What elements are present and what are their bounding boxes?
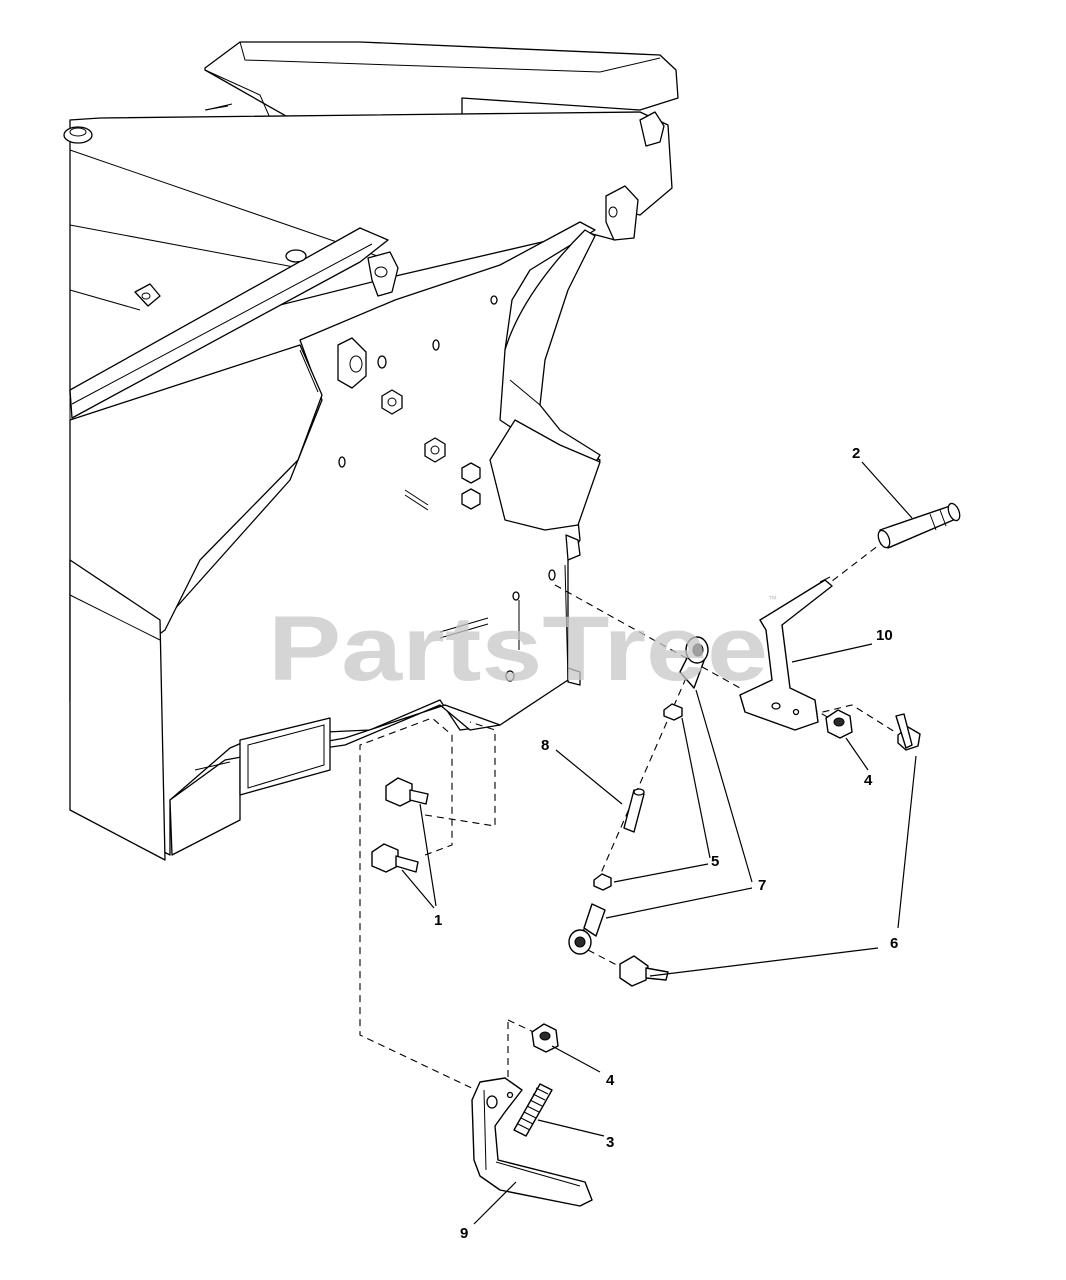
- part-6-bolt-lower: [619, 955, 669, 987]
- partstree-watermark: PartsTree: [268, 598, 768, 700]
- part-9-pedal: [471, 1077, 593, 1207]
- plate-nut-1: [381, 389, 403, 415]
- leader-lines: [401, 461, 917, 1225]
- watermark-trademark: ™: [768, 594, 777, 604]
- callout-2: 2: [852, 445, 860, 462]
- plate-nut-3: [461, 462, 481, 484]
- frame-chassis: [63, 41, 679, 861]
- callout-4-upper: 4: [864, 772, 873, 789]
- callout-10: 10: [876, 627, 893, 644]
- callout-4-lower: 4: [606, 1072, 615, 1089]
- part-10-bracket: [739, 576, 833, 731]
- callout-1: 1: [434, 912, 442, 929]
- part-6-bolt-upper: [895, 713, 921, 751]
- part-2-pin: [877, 502, 961, 549]
- part-5-nut-upper: [663, 703, 683, 721]
- callout-6: 6: [890, 935, 898, 952]
- part-5-nut-lower: [593, 873, 612, 891]
- callout-3: 3: [606, 1134, 614, 1151]
- plate-nut-4: [461, 488, 481, 510]
- part-3-spring: [513, 1083, 553, 1137]
- part-7-rod-end-upper: [679, 636, 709, 689]
- callout-8: 8: [541, 737, 549, 754]
- part-1-bolt-lower: [371, 843, 419, 873]
- part-1-bolt-upper: [385, 777, 429, 807]
- part-8-rod: [623, 788, 645, 833]
- plate-nut-2: [424, 437, 446, 463]
- part-4-nut-lower: [531, 1023, 559, 1053]
- callout-7: 7: [758, 877, 766, 894]
- part-7-rod-end-lower: [568, 903, 606, 955]
- callout-5: 5: [711, 853, 719, 870]
- callout-9: 9: [460, 1225, 468, 1242]
- part-4-nut-upper: [825, 709, 853, 739]
